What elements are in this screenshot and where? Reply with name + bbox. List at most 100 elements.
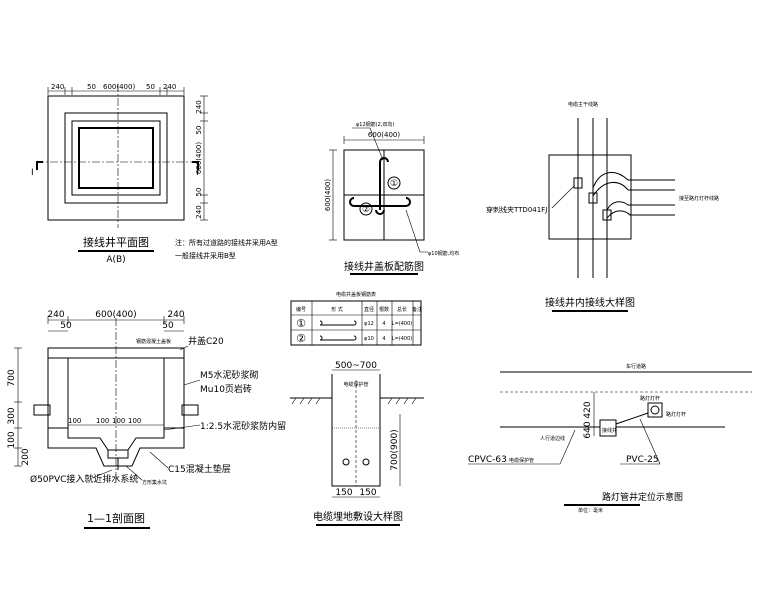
rebar-header-2: 直径 bbox=[364, 306, 374, 313]
wiring-title: 接线井内接线大样图 bbox=[545, 296, 635, 309]
lamp-curb-label: 人行道边线 bbox=[540, 435, 565, 442]
cover-leader-top bbox=[352, 127, 384, 161]
section-sump bbox=[107, 449, 129, 459]
trench-pipe-right bbox=[362, 458, 370, 466]
lamp-cpvc-label: CPVC-63 bbox=[468, 455, 507, 465]
section-mark-left bbox=[36, 161, 43, 170]
lamp-well-label: 接线井 bbox=[602, 427, 617, 434]
plan-dim-ticks-top bbox=[47, 87, 185, 95]
cover-rebar-2 bbox=[349, 197, 411, 207]
plan-note-line2: 一般接线井采用B型 bbox=[175, 251, 236, 260]
rebar-row2-count: 4 bbox=[382, 336, 385, 342]
plan-outer-wall bbox=[47, 95, 185, 221]
trench-dim-right: 700(900) bbox=[390, 429, 400, 470]
lamp-road-label: 车行道路 bbox=[626, 363, 646, 370]
plan-dim-side-0: 240 bbox=[195, 100, 203, 113]
trench-dim-bottom-1: 150 bbox=[359, 488, 376, 498]
rebar-row1-id: ① bbox=[296, 317, 306, 330]
section-dim-top-2: 240 bbox=[167, 310, 184, 320]
section-label-pvc: Ø50PVC接入就近排水系统 bbox=[30, 473, 138, 485]
section-dim-top-1: 600(400) bbox=[95, 310, 136, 320]
section-label-plate: 钢筋混凝土盖板 bbox=[136, 338, 171, 345]
lamp-lamp-label: 路灯灯杆 bbox=[666, 411, 686, 418]
lamp-unit: 单位：毫米 bbox=[578, 507, 603, 514]
rebar-row1-shape bbox=[319, 320, 357, 326]
section-wall-left bbox=[47, 357, 69, 429]
section-dim-bottom-1: 100 bbox=[96, 417, 109, 425]
lamp-cpvc-note: 电缆保护管 bbox=[509, 457, 534, 464]
rebar-row1-dia: φ12 bbox=[364, 321, 374, 327]
plan-dim-ticks-right bbox=[200, 95, 208, 221]
section-dim-50-right: 50 bbox=[162, 321, 174, 331]
section-dim-50-left: 50 bbox=[60, 321, 72, 331]
rebar-row1-count: 4 bbox=[382, 321, 385, 327]
section-label-c20: 井盖C20 bbox=[188, 335, 224, 347]
section-label-mortar: 1:2.5水泥砂浆防内留 bbox=[200, 420, 286, 432]
cover-bar2-circle bbox=[359, 202, 373, 216]
trench-hatch-right bbox=[387, 397, 417, 405]
rebar-header-5: 备注 bbox=[412, 306, 422, 313]
wiring-branch-3 bbox=[606, 201, 675, 211]
plan-note-line1: 注：所有过道路的接线井采用A型 bbox=[175, 238, 278, 247]
wiring-branch-4 bbox=[606, 210, 675, 219]
section-dim-left-1: 300 bbox=[7, 407, 17, 424]
wiring-well-outline bbox=[548, 154, 632, 240]
plan-dim-top-4: 240 bbox=[163, 83, 176, 91]
rebar-header-0: 编号 bbox=[296, 306, 306, 313]
wiring-connector-3 bbox=[602, 209, 612, 221]
lamp-pvc25-leader bbox=[620, 418, 661, 465]
section-label-mu10: Mu10页岩砖 bbox=[200, 383, 252, 395]
section-label-m5: M5水泥砂浆砌 bbox=[200, 369, 259, 381]
wiring-connector-2 bbox=[588, 192, 598, 204]
wiring-connector-1 bbox=[573, 177, 583, 189]
trench-pipe-left bbox=[342, 458, 350, 466]
section-dim-bottom-3: 100 bbox=[128, 417, 141, 425]
section-dim-left-3: 200 bbox=[21, 448, 31, 465]
rebar-header-4: 总长 bbox=[397, 306, 407, 313]
plan-view: I I 240 50 600(400) 50 240 240 50 600(40… bbox=[31, 83, 278, 265]
trench-title: 电缆埋地敷设大样图 bbox=[313, 510, 403, 523]
rebar-row2-shape bbox=[319, 335, 357, 341]
section-label-c15: C15混凝土垫层 bbox=[168, 463, 231, 475]
section-wall-right bbox=[163, 357, 185, 429]
rebar-row2-id: ② bbox=[296, 332, 306, 345]
section-dim-left-0: 700 bbox=[7, 369, 17, 386]
section-dim-bottom-2: 100 bbox=[112, 417, 125, 425]
lamp-pole-base bbox=[647, 402, 663, 418]
trench-detail: 500~700 700(900) 150 150 电缆保护管 电缆埋地敷设大样图 bbox=[290, 361, 424, 526]
cover-leader-top-text: φ12钢筋(2,双向) bbox=[356, 121, 394, 128]
rebar-row2-length: L=(400) bbox=[392, 336, 412, 342]
cover-bar1-label: ① bbox=[390, 179, 398, 189]
section-mark-right-label: I bbox=[196, 168, 199, 178]
cover-bar1-circle bbox=[387, 176, 401, 190]
cover-leader-bottom-text: φ10钢筋,均布 bbox=[428, 250, 459, 257]
plan-dim-top-1: 50 bbox=[87, 83, 96, 91]
plan-dim-side-1: 50 bbox=[195, 126, 203, 135]
cover-dim-top: 600(400) bbox=[368, 131, 400, 139]
section-dim-bottom-0: 100 bbox=[68, 417, 81, 425]
plan-inner-wall bbox=[71, 120, 161, 196]
plan-title: 接线井平面图 bbox=[83, 235, 149, 249]
trench-hatch-left bbox=[291, 397, 321, 405]
wiring-branch-label: 接至路灯灯杆线路 bbox=[679, 195, 719, 202]
section-pipe-left bbox=[33, 404, 51, 416]
section-mark-right bbox=[192, 161, 199, 170]
plan-dim-top-2: 600(400) bbox=[103, 83, 135, 91]
trench-pipe-label: 电缆保护管 bbox=[343, 381, 368, 388]
plan-dim-side-4: 240 bbox=[195, 205, 203, 218]
section-view: 240 600(400) 240 50 50 700 300 100 200 1… bbox=[7, 310, 286, 529]
plan-dim-side-2: 600(400) bbox=[195, 142, 203, 174]
lamp-dim-a: 420 bbox=[583, 401, 593, 418]
rebar-header-3: 根数 bbox=[379, 306, 389, 313]
section-label-drain: 方形集水坑 bbox=[142, 479, 167, 486]
plan-mid-wall bbox=[64, 112, 168, 204]
section-dim-top-0: 240 bbox=[47, 310, 64, 320]
cover-plate: ① ② 600(400) 600(400) φ12钢筋(2,双向) φ10钢筋,… bbox=[324, 121, 459, 275]
cover-title: 接线井盖板配筋图 bbox=[344, 260, 424, 273]
section-title: 1—1剖面图 bbox=[87, 511, 145, 525]
section-dim-left-2: 100 bbox=[7, 431, 17, 448]
lamp-pvc25-label: PVC-25 bbox=[626, 455, 659, 465]
rebar-row1-length: L=(400) bbox=[392, 321, 412, 327]
plan-dim-top-3: 50 bbox=[146, 83, 155, 91]
section-mark-left-label: I bbox=[31, 168, 34, 178]
